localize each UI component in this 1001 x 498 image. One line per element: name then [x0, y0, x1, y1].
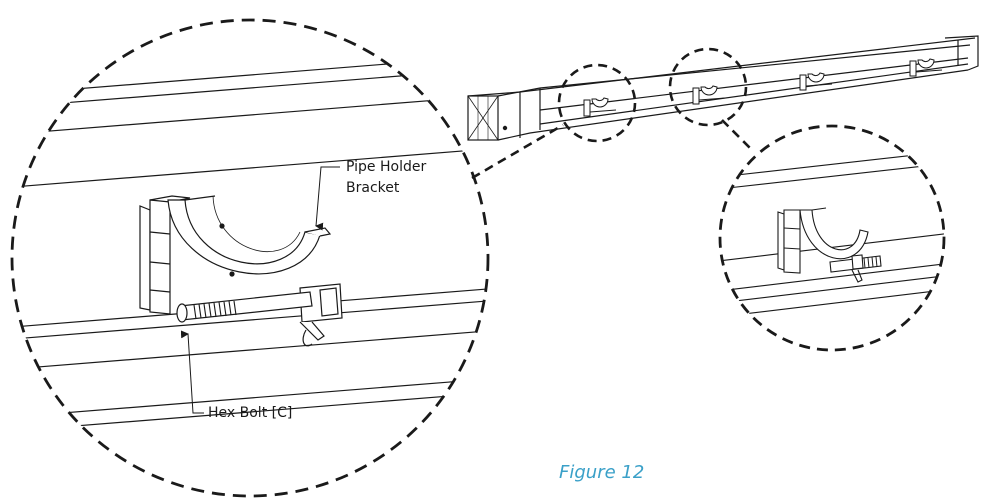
leader-pipe-holder: [315, 166, 340, 231]
leader-hex-bolt: [180, 330, 204, 414]
overview-bracket-3: [799, 72, 833, 91]
overview-bracket-1: [583, 97, 617, 117]
pipe-holder-label-line1: Pipe Holder: [346, 159, 427, 175]
connector-line-right: [721, 119, 753, 151]
connector-line-left: [471, 123, 564, 180]
zoom-circle-large: [10, 18, 490, 498]
hex-bolt-label: Hex Bolt [C]: [208, 405, 293, 421]
zoom-circle-medium: [718, 124, 946, 352]
figure-caption: Figure 12: [559, 462, 645, 483]
overview-bracket-2: [692, 85, 726, 105]
large-detail-view: [10, 18, 490, 498]
pipe-holder-label-line2: Bracket: [346, 180, 400, 196]
overview-bracket-4: [909, 58, 943, 77]
zoom-circle-small-1: [557, 63, 637, 143]
channel-overview: [467, 35, 979, 141]
zoom-circle-small-2: [668, 47, 748, 127]
small-detail-view: [718, 124, 946, 352]
